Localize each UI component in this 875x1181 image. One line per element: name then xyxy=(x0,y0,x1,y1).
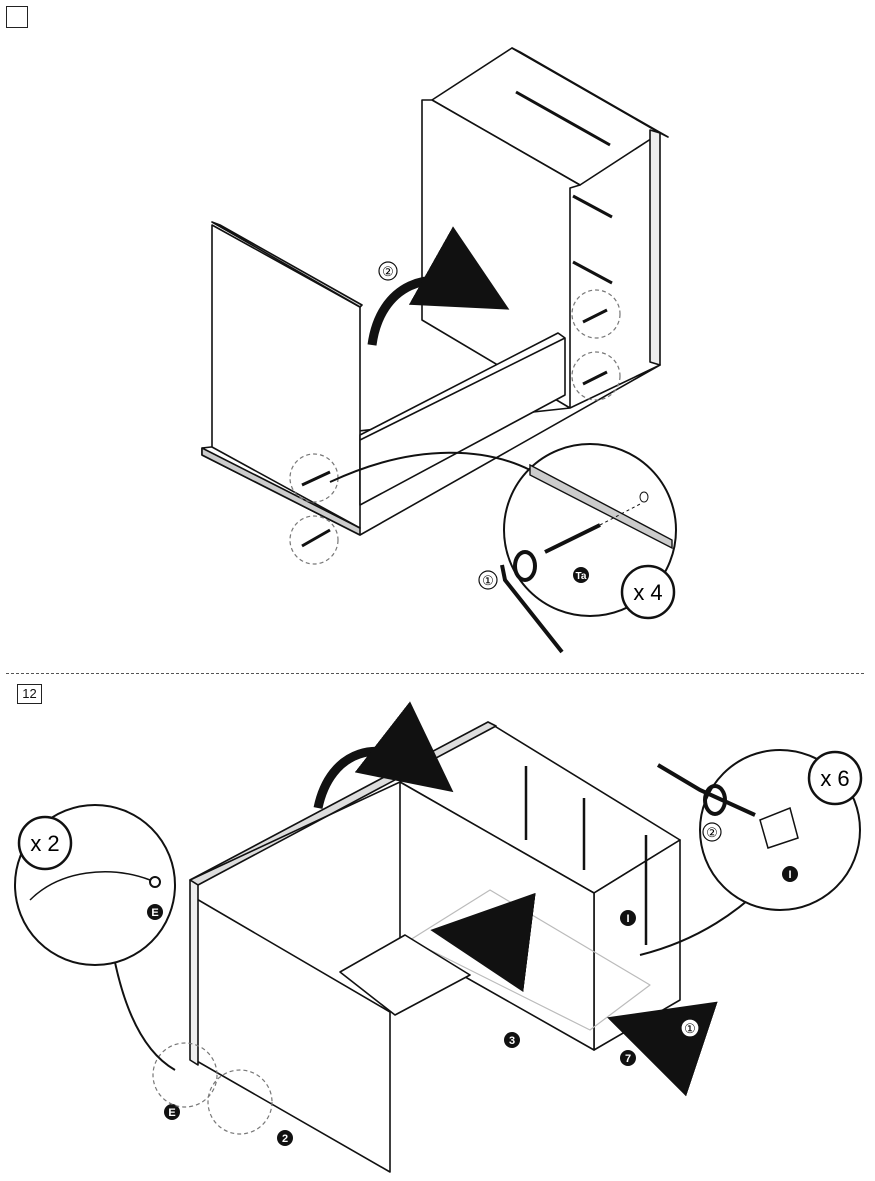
push-ghost-arrow-icon xyxy=(430,892,536,993)
magnified-clip-callout: x 6 ② I xyxy=(639,749,863,956)
magnified-cam-callout: x 2 E xyxy=(14,804,176,1071)
step-number-box-12: 12 xyxy=(17,684,42,704)
bottom-cabinet-drawing xyxy=(189,721,681,1173)
sequence-2-bottom-label: ② xyxy=(706,825,718,840)
sequence-1-label: ① xyxy=(482,573,494,588)
sequence-1-bottom-label: ① xyxy=(684,1021,696,1036)
rotate-arrow-icon xyxy=(367,226,510,346)
part-e-callout-label: E xyxy=(151,907,158,919)
allen-key-icon xyxy=(500,564,564,654)
part-labels-bottom: 3 7 2 I E xyxy=(164,910,636,1146)
multiplier-x2-label: x 2 xyxy=(30,831,59,856)
part-i-label: I xyxy=(626,913,629,925)
push-arrow-icon xyxy=(607,1001,718,1097)
detail-circles-bottom xyxy=(152,1042,273,1135)
drawer-runners xyxy=(524,766,648,945)
part-e-label: E xyxy=(168,1107,175,1119)
step-number-box-top xyxy=(6,6,28,28)
step-divider xyxy=(6,673,864,674)
rotate-arrow-bottom-icon xyxy=(313,701,454,810)
sequence-2-label: ② xyxy=(382,264,394,279)
part-3-label: 3 xyxy=(509,1035,515,1047)
part-ta-label: Ta xyxy=(576,571,587,582)
magnified-screw-callout: Ta ① x 4 xyxy=(329,443,677,654)
part-7-label: 7 xyxy=(625,1053,631,1065)
multiplier-x6-label: x 6 xyxy=(820,766,849,791)
multiplier-x4-label: x 4 xyxy=(633,580,662,605)
screwdriver-icon xyxy=(656,763,756,817)
detail-circles-top xyxy=(289,289,621,565)
screw-icon xyxy=(544,523,601,554)
part-i-callout-label: I xyxy=(788,869,791,881)
screw-icons-top xyxy=(301,308,608,548)
part-2-label: 2 xyxy=(282,1133,288,1145)
hand-icon xyxy=(29,871,151,901)
